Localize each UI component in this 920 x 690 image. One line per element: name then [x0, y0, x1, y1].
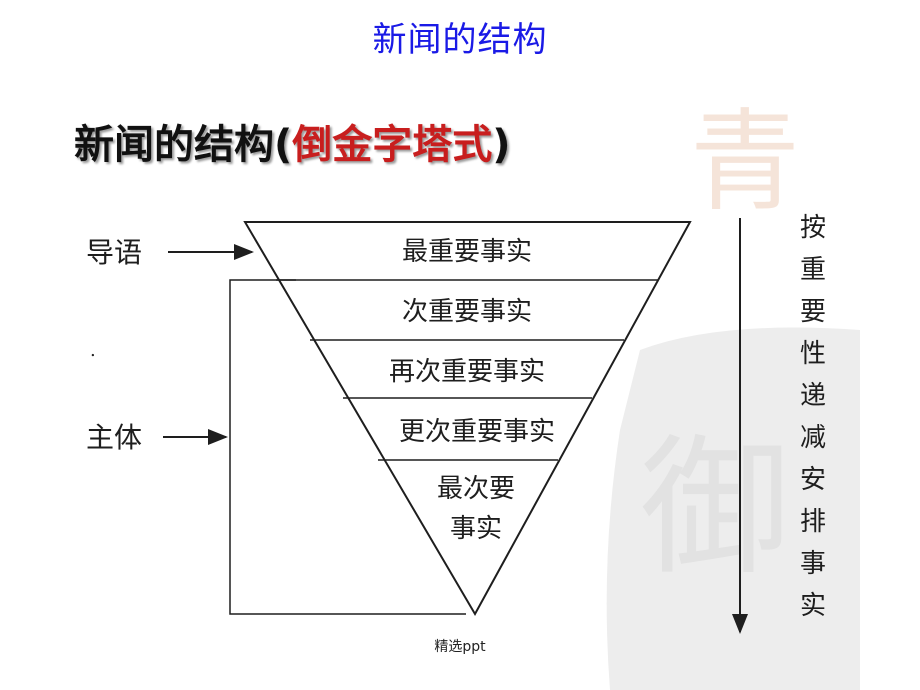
heading-highlight: 倒金字塔式	[292, 122, 493, 168]
side-note-char: 减	[800, 423, 826, 453]
heading-suffix: )	[492, 122, 511, 168]
side-note: 按 重 要 性 递 减 安 排 事 实	[800, 213, 826, 621]
body-bracket	[229, 279, 466, 615]
layer-label-third: 再次重要事实	[389, 357, 545, 387]
pyramid-outline	[243, 221, 692, 617]
slide-title: 新闻的结构	[372, 20, 548, 60]
heading-prefix: 新闻的结构(	[74, 122, 293, 168]
layer-label-second: 次重要事实	[402, 297, 532, 327]
side-note-char: 性	[800, 339, 826, 369]
side-note-char: 要	[800, 297, 826, 327]
layer-label-most-important: 最重要事实	[402, 237, 532, 267]
side-note-char: 安	[800, 465, 826, 495]
layer-label-fourth: 更次重要事实	[399, 417, 555, 447]
page-heading: 新闻的结构(倒金字塔式)	[74, 112, 511, 170]
side-note-char: 实	[800, 591, 826, 621]
body-label: 主体	[86, 421, 142, 454]
watermark-seal: 御	[640, 422, 790, 596]
lead-label: 导语	[86, 236, 142, 269]
watermark-shape	[606, 327, 860, 690]
layer-label-least-line2: 事实	[450, 514, 502, 544]
watermark-logo: 青	[690, 98, 800, 226]
footer-caption: 精选ppt	[434, 639, 486, 655]
side-note-char: 按	[800, 213, 826, 243]
side-note-char: 重	[800, 255, 826, 285]
layer-label-least-line1: 最次要	[437, 474, 515, 504]
side-note-char: 事	[800, 549, 826, 579]
side-note-char: 递	[800, 381, 826, 411]
side-note-char: 排	[800, 507, 826, 537]
dot-mark: .	[90, 340, 96, 361]
